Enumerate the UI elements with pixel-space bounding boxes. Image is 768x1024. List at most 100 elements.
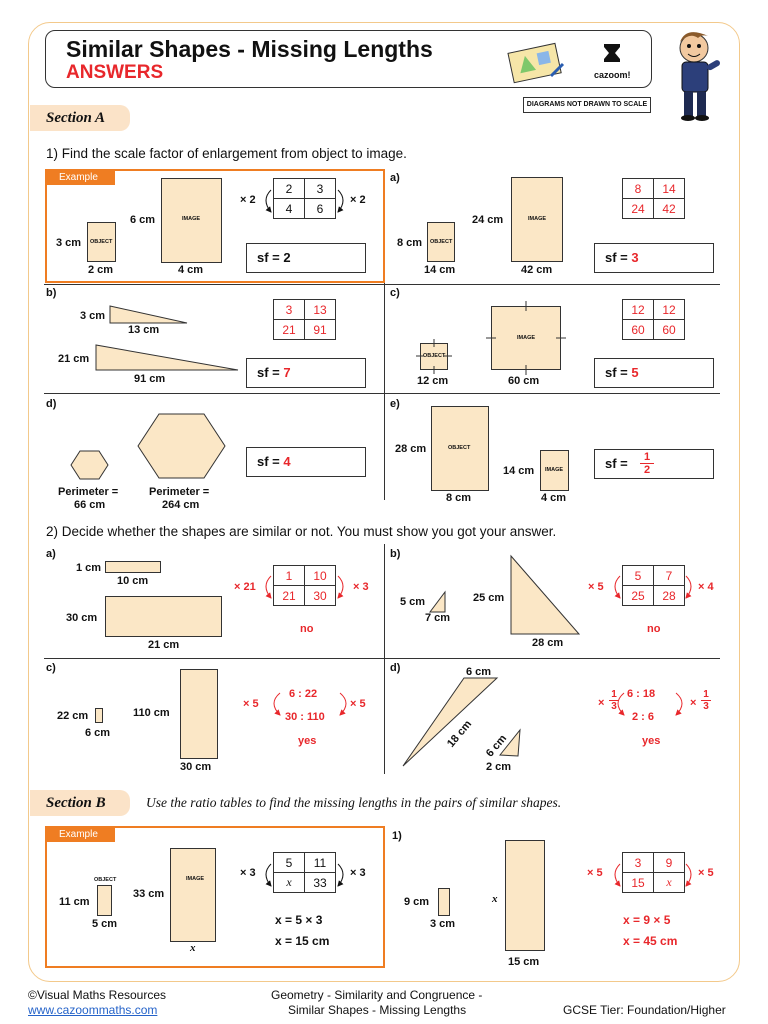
right-arrow-icon (337, 189, 344, 213)
b-ex-working-2: x = 15 cm (275, 934, 330, 948)
object-tag: OBJECT (430, 239, 453, 245)
table-cell: 5 (622, 565, 654, 586)
table-cell: 42 (653, 198, 685, 219)
b-q1-right-mult: × 5 (698, 867, 714, 879)
q1c-label: c) (390, 287, 400, 299)
b-ex-right-mult: × 3 (350, 867, 366, 879)
b-q1-img-width: 15 cm (508, 956, 540, 968)
image-tag: IMAGE (186, 876, 205, 882)
table-cell: 1 (273, 565, 305, 586)
table-cell: 28 (653, 585, 685, 606)
q2-grid-row (44, 658, 720, 659)
example-tag-section-b: Example (47, 827, 115, 842)
q1d-img-perimeter-label: Perimeter = (149, 486, 210, 498)
q1a-object-rect (427, 222, 455, 262)
table-cell: 3 (622, 852, 654, 873)
example-box-q1 (45, 169, 385, 283)
b-q1-label: 1) (392, 830, 402, 842)
sf-value: 3 (631, 250, 639, 265)
q1d-obj-perimeter-value: 66 cm (74, 499, 106, 511)
right-arrow-icon (337, 575, 344, 599)
cartoon-boy-icon (679, 32, 721, 121)
q2d-right-fraction: 1 3 (701, 689, 711, 712)
q2b-small-triangle (429, 590, 446, 613)
right-arrow-icon (685, 863, 692, 887)
question-1-text: 1) Find the scale factor of enlargement … (46, 146, 407, 161)
example-box-section-b (45, 826, 385, 968)
b-ex-obj-height: 11 cm (59, 896, 90, 908)
sf-value: 5 (631, 365, 639, 380)
q2c-right-mult: × 5 (350, 698, 366, 710)
fraction-denominator: 2 (640, 463, 654, 476)
q1a-img-height: 24 cm (472, 214, 504, 226)
q2c-large-rect (180, 669, 218, 759)
b-ex-img-height: 33 cm (133, 888, 165, 900)
q1b-image-triangle (95, 344, 239, 371)
q1-grid-row1 (44, 284, 720, 285)
fraction-numerator: 1 (643, 451, 651, 463)
q2c-s1-width: 6 cm (85, 727, 111, 739)
q1e-image-rect (540, 450, 569, 491)
q1c-sf-box: sf = 5 (594, 358, 714, 388)
q1b-sf-box: sf = 7 (246, 358, 366, 388)
b-q1-working-2: x = 45 cm (623, 934, 678, 948)
q1a-sf-box: sf = 3 (594, 243, 714, 273)
footer-topic-line1: Geometry - Similarity and Congruence - (271, 988, 483, 1002)
q1d-sf-box: sf = 4 (246, 447, 366, 477)
q2b-s1-height: 5 cm (400, 596, 426, 608)
answers-subtitle: ANSWERS (66, 62, 164, 83)
brand-label: cazoom! (594, 70, 631, 80)
ex-sf-box: sf = 2 (246, 243, 366, 273)
q2-grid-vertical (384, 544, 385, 774)
q2d-large-triangle (402, 677, 499, 767)
q2d-ratio-1: 6 : 18 (627, 688, 656, 700)
q2c-small-rect (95, 708, 103, 723)
q1b-object-triangle (109, 305, 188, 324)
q2a-right-mult: × 3 (353, 581, 369, 593)
footer-copyright: ©Visual Maths Resources (28, 988, 167, 1002)
b-ex-left-mult: × 3 (240, 867, 256, 879)
q2a-large-rect (105, 596, 222, 637)
b-ex-object-rect (97, 885, 112, 916)
b-q1-left-mult: × 5 (587, 867, 603, 879)
left-arrow-icon (265, 863, 272, 887)
q1e-label: e) (390, 398, 400, 410)
ex-obj-width: 2 cm (88, 264, 114, 276)
q2d-small-triangle (499, 728, 521, 757)
q2d-left-fraction: 1 3 (609, 689, 619, 712)
b-ex-image-rect (170, 848, 216, 942)
b-q1-img-height: x (492, 893, 498, 905)
table-cell: 91 (304, 319, 336, 340)
b-q1-working-1: x = 9 × 5 (623, 913, 671, 927)
table-cell: 10 (304, 565, 336, 586)
sf-label: sf = (605, 456, 628, 471)
q2c-s2-height: 110 cm (133, 707, 170, 719)
footer-tier: GCSE Tier: Foundation/Higher (563, 1003, 726, 1017)
footer-url-link[interactable]: www.cazoommaths.com (28, 1003, 158, 1017)
ex-right-mult: × 2 (350, 194, 366, 206)
q1a-label: a) (390, 172, 400, 184)
fraction-numerator: 1 (611, 689, 617, 700)
section-b-tab: Section B (30, 790, 130, 816)
example-tag-q1: Example (47, 170, 115, 185)
q1d-obj-perimeter-label: Perimeter = (58, 486, 119, 498)
image-tag: IMAGE (528, 216, 547, 222)
q2c-label: c) (46, 662, 56, 674)
sf-label: sf = (605, 250, 628, 265)
q1c-img-width: 60 cm (508, 375, 540, 387)
b-ex-obj-width: 5 cm (92, 918, 118, 930)
q1b-obj-width: 13 cm (128, 324, 160, 336)
table-cell: 33 (304, 872, 336, 893)
sf-value: 2 (283, 250, 291, 265)
question-2-text: 2) Decide whether the shapes are similar… (46, 524, 557, 539)
table-cell: 11 (304, 852, 336, 873)
q1d-object-hexagon (70, 450, 109, 480)
q1e-img-width: 4 cm (541, 492, 567, 504)
q2b-right-mult: × 4 (698, 581, 714, 593)
q2b-label: b) (390, 548, 401, 560)
left-arrow-icon (265, 575, 272, 599)
q2d-left-mult: × (598, 697, 605, 709)
q2b-s2-height: 25 cm (473, 592, 505, 604)
